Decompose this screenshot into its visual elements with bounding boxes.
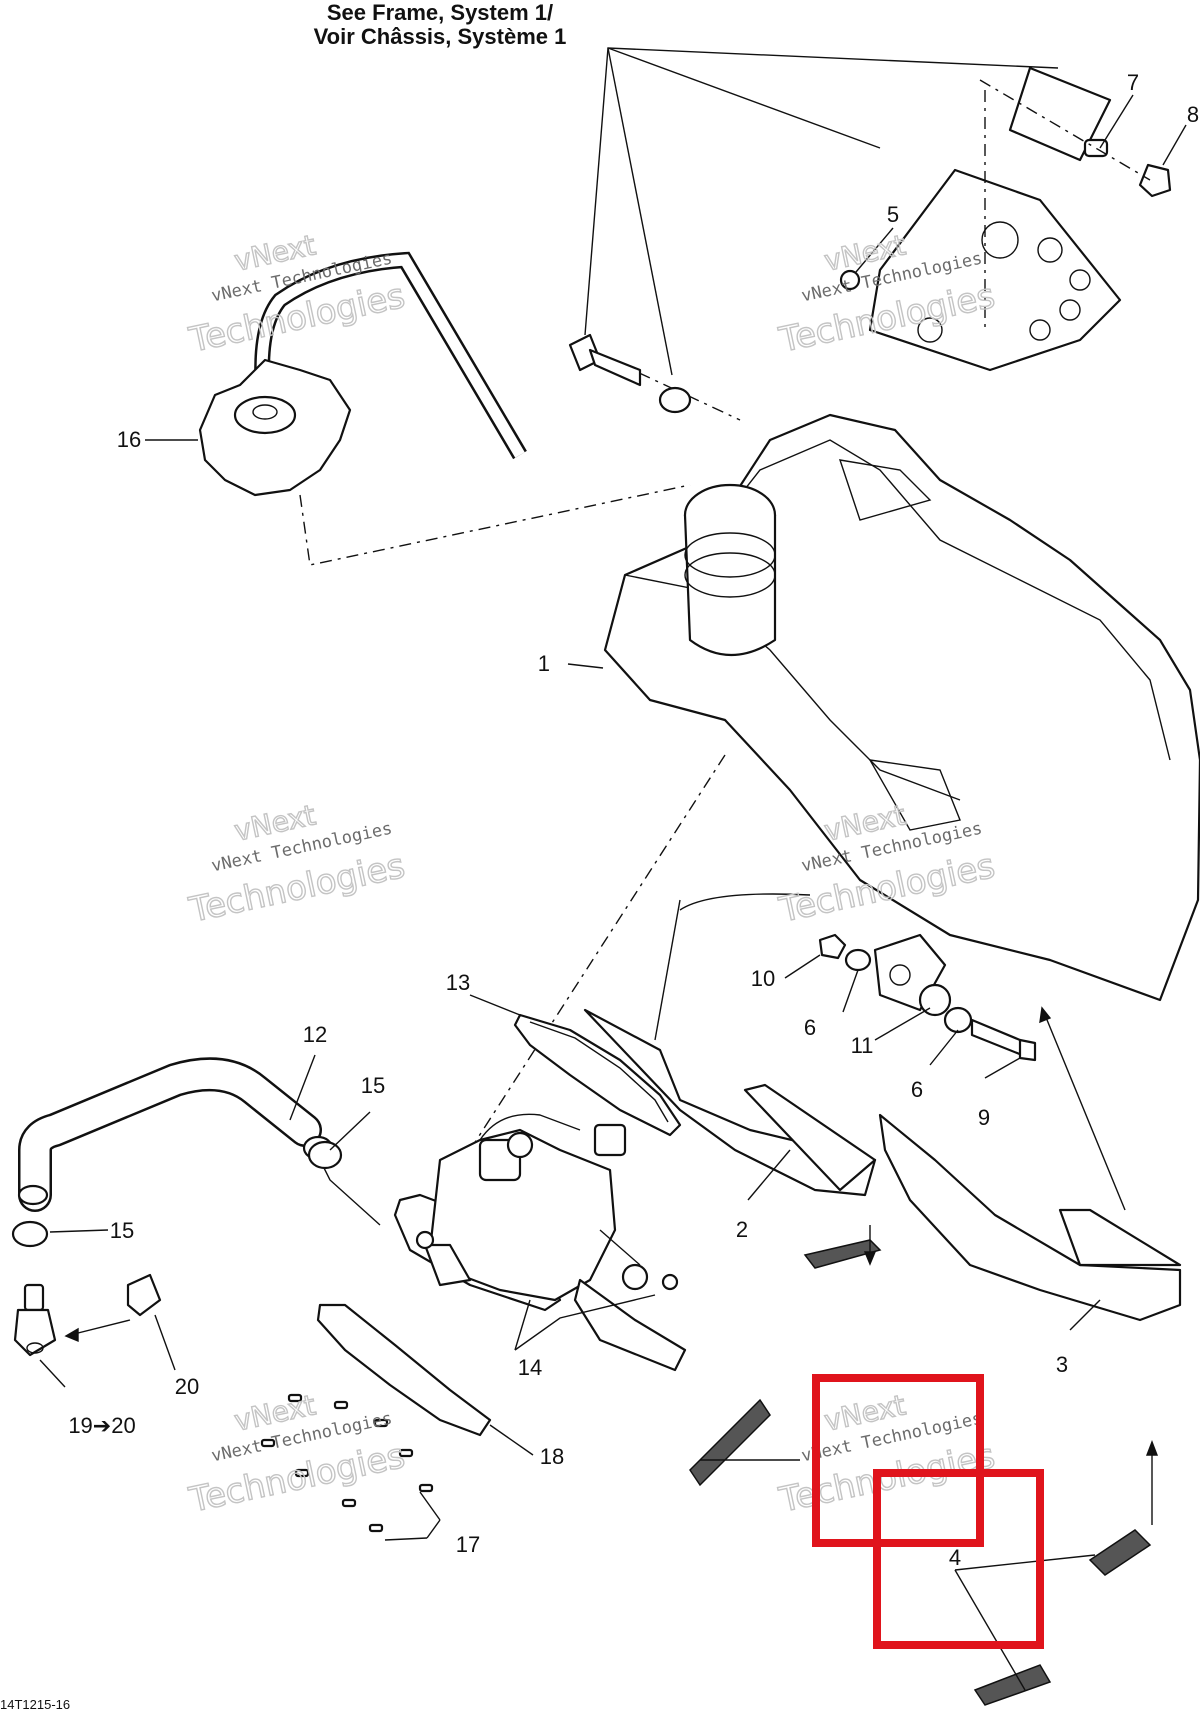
protector-2	[583, 1008, 877, 1197]
frame-bracket	[868, 66, 1172, 372]
stud-5	[839, 269, 861, 291]
callout-8: 8	[1187, 102, 1199, 127]
callout-14: 14	[518, 1355, 542, 1380]
callout-leaders	[39, 94, 1187, 1691]
callout-12: 12	[303, 1022, 327, 1047]
watermark-bottom-left: Technologies vNext Technologies vNext	[185, 1388, 409, 1522]
nut-8	[1138, 163, 1172, 198]
protector-3	[878, 1113, 1182, 1322]
highlight-box-2	[873, 1469, 1044, 1649]
callout-7: 7	[1127, 70, 1139, 95]
connector-19	[13, 1283, 57, 1357]
watermark-middle-left: Technologies vNext Technologies vNext	[185, 798, 409, 932]
bolt-and-washer	[568, 333, 692, 414]
callout-1: 1	[538, 651, 550, 676]
callout-13: 13	[446, 970, 470, 995]
callout-20: 20	[175, 1374, 199, 1399]
figure-code: 14T1215-16	[0, 1697, 70, 1712]
watermark-top-left: Technologies vNext Technologies vNext	[185, 228, 409, 362]
callout-10: 10	[751, 966, 775, 991]
fuel-cap-16	[198, 251, 527, 497]
callout-16: 16	[117, 427, 141, 452]
callout-9: 9	[978, 1105, 990, 1130]
highlight-box-1	[812, 1374, 984, 1547]
callout-18: 18	[540, 1444, 564, 1469]
callout-15b: 15	[110, 1218, 134, 1243]
callout-2: 2	[736, 1217, 748, 1242]
header-line-1: See Frame, System 1/	[327, 0, 553, 25]
gasket-13	[513, 1013, 682, 1137]
clamp-15-upper	[307, 1140, 343, 1170]
fuel-tank	[603, 413, 1200, 1012]
fuel-pump-assembly	[319, 1113, 687, 1372]
callout-6b: 6	[911, 1077, 923, 1102]
header-line-2: Voir Châssis, Système 1	[314, 24, 567, 49]
callout-3: 3	[1056, 1352, 1068, 1377]
callout-15a: 15	[361, 1073, 385, 1098]
callout-4: 4	[949, 1545, 961, 1570]
hose-12	[17, 1057, 334, 1212]
frame-reference-leaders	[584, 47, 1059, 376]
callout-labels: 1 2 3 4 5 6 6 7 8 9 10 11 12 13 14 15 15…	[68, 70, 1199, 1570]
callout-19-20: 19➔20	[68, 1413, 135, 1438]
tank-mount-hardware	[818, 933, 1037, 1062]
callout-5: 5	[887, 202, 899, 227]
callout-6a: 6	[804, 1015, 816, 1040]
callout-11: 11	[851, 1033, 874, 1058]
clamp-15-lower	[11, 1220, 49, 1248]
flow-arrows	[64, 893, 1159, 1525]
callout-17: 17	[456, 1532, 480, 1557]
lock-20	[126, 1273, 162, 1317]
screws-17	[260, 1393, 434, 1533]
adhesive-pads	[689, 1239, 1152, 1706]
gasket-plate-18	[316, 1303, 492, 1437]
